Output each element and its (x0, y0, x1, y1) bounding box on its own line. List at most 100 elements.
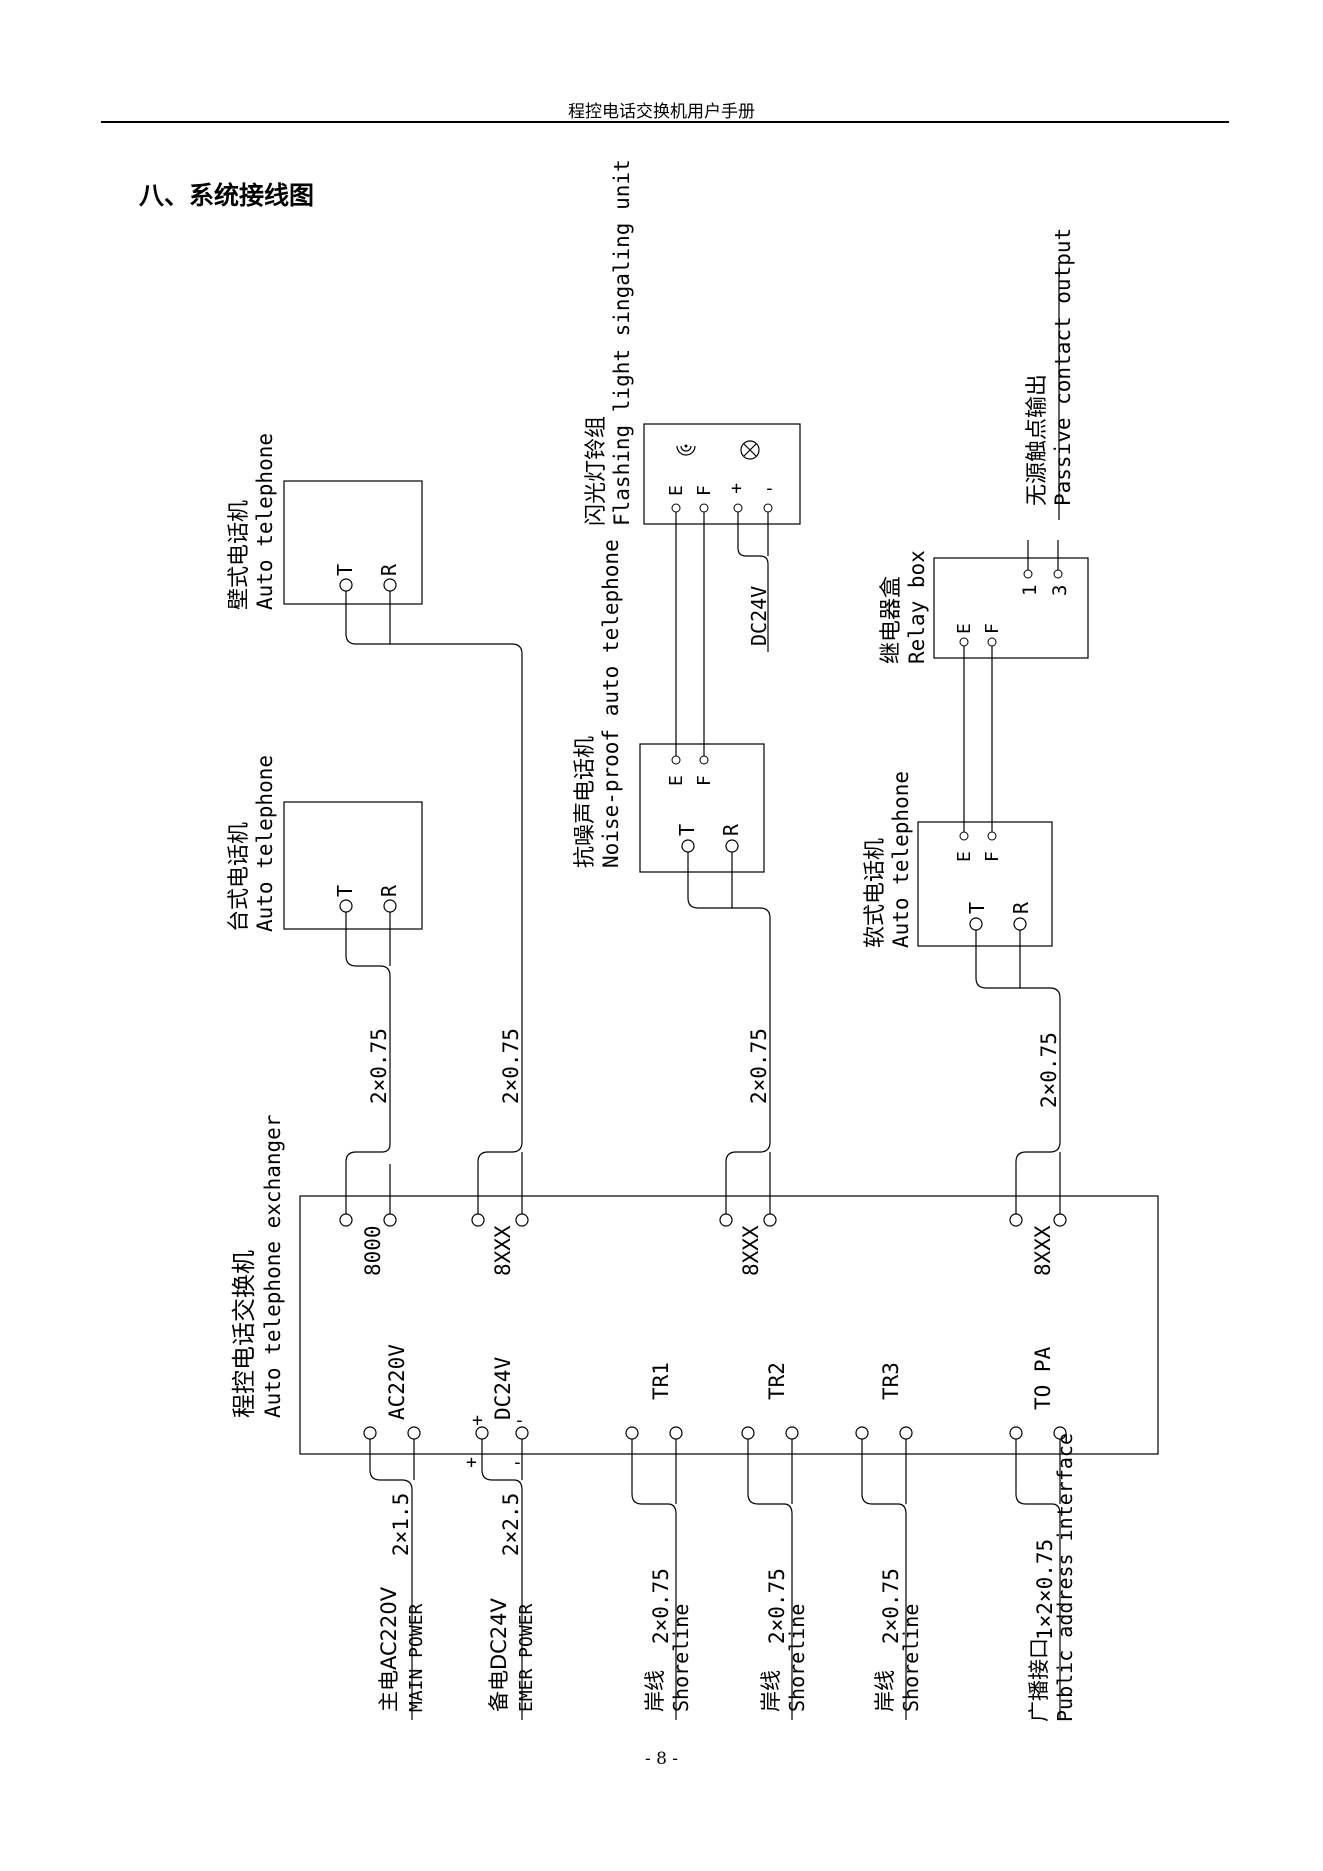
buzzer-icon (676, 444, 696, 456)
flash-unit-label: 闪光灯铃组 Flashing light singaling unit (584, 159, 634, 526)
cable-label-1: 2×0.75 (367, 1028, 391, 1104)
pa-interface-label: 广播接口 Public address interface (1027, 1433, 1077, 1722)
soft-phone-label: 软式电话机 Auto telephone (863, 771, 913, 948)
passive-output-label: 无源触点输出 Passive contact output (1025, 228, 1075, 506)
desk-phone-pin-r: R (377, 884, 401, 897)
relay-pin-f: F (982, 623, 1003, 634)
shoreline-label-1: 岸线 Shoreline (643, 1604, 693, 1712)
soft-phone-pin-f: F (982, 851, 1003, 862)
desk-phone-box (283, 801, 423, 930)
noise-proof-phone-label: 抗噪声电话机 Noise-proof auto telephone (573, 539, 623, 868)
flash-unit-box (643, 423, 801, 525)
svg-text:无源触点输出: 无源触点输出 (1025, 374, 1050, 506)
desk-phone-label: 台式电话机 Auto telephone (227, 755, 277, 932)
wall-phone-pin-r: R (377, 563, 401, 576)
svg-text:抗噪声电话机: 抗噪声电话机 (573, 736, 598, 868)
relay-pin-3: 3 (1049, 585, 1071, 596)
port-8xxx-label-2: 8XXX (739, 1225, 763, 1276)
section-title: 八、系统接线图 (139, 181, 315, 210)
svg-text:岸线: 岸线 (759, 1670, 783, 1712)
relay-pin-e: E (954, 623, 975, 634)
svg-text:岸线: 岸线 (643, 1670, 667, 1712)
desk-phone-pin-t: T (333, 885, 357, 897)
svg-text:Flashing light singaling unit: Flashing light singaling unit (610, 159, 634, 526)
port-tr3-label: TR3 (879, 1362, 903, 1400)
port-8xxx-label-3: 8XXX (1031, 1225, 1055, 1276)
svg-text:Relay box: Relay box (905, 550, 929, 664)
port-dc24v-label: DC24V (491, 1356, 515, 1420)
wall-phone-box (283, 480, 423, 605)
emer-minus-sign: - (512, 1452, 523, 1473)
dc24v-minus-sign: - (514, 1410, 525, 1431)
svg-text:继电器盒: 继电器盒 (879, 576, 904, 664)
relay-box (933, 557, 1089, 659)
soft-phone-pin-e: E (954, 851, 975, 862)
svg-text:备电DC24V: 备电DC24V (487, 1597, 511, 1712)
svg-text:Shoreline: Shoreline (669, 1604, 693, 1712)
port-ac220v-label: AC220V (385, 1344, 409, 1420)
relay-box-label: 继电器盒 Relay box (879, 550, 929, 664)
shoreline-label-2: 岸线 Shoreline (759, 1604, 809, 1712)
cable-label-4: 2×0.75 (1037, 1032, 1061, 1108)
exchanger-top-terminals (339, 1213, 1067, 1227)
shoreline-cable-label-2: 2×0.75 (765, 1568, 789, 1644)
flash-dc24v-label: DC24V (747, 586, 771, 646)
svg-text:壁式电话机: 壁式电话机 (227, 500, 252, 610)
lower-wiring (369, 1439, 1061, 1720)
emer-plus-sign: + (466, 1452, 477, 1473)
svg-text:Public address interface: Public address interface (1053, 1433, 1077, 1722)
dc24v-plus-sign: + (472, 1410, 483, 1431)
svg-text:台式电话机: 台式电话机 (227, 822, 252, 932)
main-power-label: 主电AC220V MAIN POWER (377, 1586, 427, 1712)
svg-text:Noise-proof auto telephone: Noise-proof auto telephone (599, 539, 623, 868)
svg-text:闪光灯铃组: 闪光灯铃组 (584, 416, 609, 526)
noise-proof-pin-t: T (675, 824, 699, 836)
port-8xxx-label-1: 8XXX (491, 1225, 515, 1276)
noise-proof-phone-box (639, 743, 765, 873)
header-divider (101, 121, 1229, 123)
shoreline-cable-label-1: 2×0.75 (649, 1568, 673, 1644)
main-power-cable-label: 2×1.5 (389, 1493, 413, 1556)
svg-text:Auto telephone: Auto telephone (253, 755, 277, 932)
port-8000-label: 8000 (361, 1225, 385, 1276)
lamp-icon (740, 440, 760, 460)
soft-phone-pin-r: R (1009, 901, 1033, 914)
svg-text:主电AC220V: 主电AC220V (377, 1586, 401, 1712)
noise-proof-pin-f: F (694, 775, 715, 786)
emer-power-cable-label: 2×2.5 (499, 1493, 523, 1556)
upper-wiring (345, 512, 1061, 1214)
exchanger-label: 程控电话交换机 Auto telephone exchanger (230, 1115, 285, 1418)
svg-text:Auto telephone: Auto telephone (253, 433, 277, 610)
flash-unit-pin-f: F (694, 485, 715, 496)
noise-proof-pin-e: E (666, 775, 687, 786)
emer-power-label: 备电DC24V EMER POWER (487, 1597, 537, 1712)
svg-text:Shoreline: Shoreline (899, 1604, 923, 1712)
svg-text:广播接口: 广播接口 (1027, 1638, 1051, 1722)
flash-unit-pin-e: E (666, 485, 687, 496)
svg-text:Passive contact output: Passive contact output (1051, 228, 1075, 506)
shoreline-label-3: 岸线 Shoreline (873, 1604, 923, 1712)
wall-phone-pin-t: T (333, 564, 357, 576)
svg-text:Shoreline: Shoreline (785, 1604, 809, 1712)
relay-pin-1: 1 (1019, 585, 1041, 596)
cable-label-2: 2×0.75 (499, 1028, 523, 1104)
noise-proof-pin-r: R (719, 823, 743, 836)
port-tr2-label: TR2 (765, 1362, 789, 1400)
exchanger-bottom-terminals (363, 1426, 1067, 1440)
pa-cable-label: 1×2×0.75 (1033, 1539, 1057, 1640)
svg-text:Auto telephone exchanger: Auto telephone exchanger (261, 1115, 285, 1418)
flash-unit-pin-minus: - (764, 478, 775, 499)
soft-phone-box (917, 821, 1053, 947)
svg-text:EMER POWER: EMER POWER (516, 1603, 537, 1712)
wall-phone-label: 壁式电话机 Auto telephone (227, 433, 277, 610)
header-title: 程控电话交换机用户手册 (568, 102, 755, 122)
cable-label-3: 2×0.75 (747, 1028, 771, 1104)
soft-phone-pin-t: T (965, 902, 989, 914)
flash-unit-pin-plus: + (731, 478, 742, 499)
port-tr1-label: TR1 (649, 1362, 673, 1400)
svg-text:岸线: 岸线 (873, 1670, 897, 1712)
svg-text:MAIN POWER: MAIN POWER (406, 1603, 427, 1712)
svg-text:软式电话机: 软式电话机 (863, 838, 888, 948)
exchanger-box (299, 1195, 1159, 1455)
